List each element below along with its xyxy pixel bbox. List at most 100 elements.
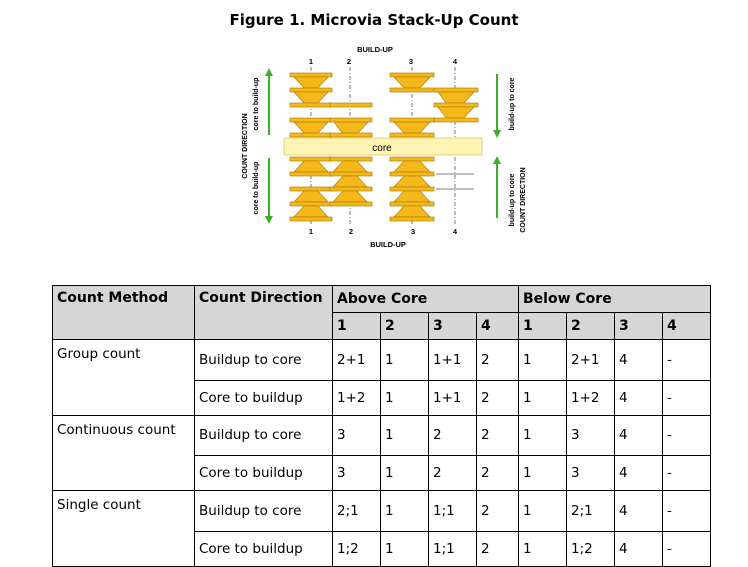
above-core-value-cell: 2 [475,414,520,456]
count-method-cell: Continuous count [52,414,195,456]
count-method-cell [52,455,195,491]
above-core-value-cell: 1;1 [428,490,477,532]
microvia [293,160,329,173]
arrow-head-icon [265,216,273,224]
above-core-value-cell: 1 [380,490,429,532]
microvia [332,175,368,188]
via-pad [289,216,333,222]
arrow-head-icon [493,130,501,138]
microvia [393,175,431,188]
above-core-value-cell: 3 [332,414,381,456]
below-core-value-cell: 4 [614,379,664,416]
via-pad [289,117,333,123]
microvia [393,76,431,89]
count-direction-cell: Buildup to core [194,339,333,381]
header-below-col: 4 [662,312,712,340]
above-core-value-cell: 1 [380,379,429,416]
below-core-value-cell: 1 [518,379,568,416]
via-pad [389,186,435,192]
left-upper-direction-label: core to build-up [253,78,260,131]
below-core-value-cell: 1;2 [566,530,616,567]
below-core-value-cell: 1 [518,339,568,381]
header-above-col: 4 [475,312,520,340]
below-core-value-cell: 4 [614,530,664,567]
column-number-top-1: 1 [309,57,313,66]
above-core-value-cell: 3 [332,455,381,491]
via-pad [329,132,373,138]
column-number-top-3: 3 [409,57,413,66]
right-lower-direction-label: build-up to core [509,173,516,226]
below-core-value-cell: 4 [614,414,664,456]
via-pad [329,156,373,162]
via-pad [433,87,479,93]
microvia [332,190,368,203]
microvia [293,76,329,89]
count-direction-cell: Core to buildup [194,379,333,416]
via-pad [329,171,373,177]
column-number-bottom-4: 4 [453,227,458,236]
below-core-value-cell: 2+1 [566,339,616,381]
via-pad [289,156,333,162]
above-core-value-cell: 1+1 [428,339,477,381]
via-pad [329,117,373,123]
via-pad [389,201,435,207]
via-pad [389,171,435,177]
column-number-bottom-3: 3 [411,227,415,236]
via-pad [389,156,435,162]
above-core-value-cell: 2+1 [332,339,381,381]
via-pad [289,72,333,78]
count-direction-cell: Core to buildup [194,455,333,491]
column-number-bottom-2: 2 [349,227,353,236]
count-method-cell [52,531,195,567]
header-above-col: 2 [380,312,429,340]
header-count-method: Count Method [52,285,195,340]
microvia [293,205,329,218]
above-core-value-cell: 2 [475,490,520,532]
below-core-value-cell: 1+2 [566,379,616,416]
below-core-value-cell: - [662,379,712,416]
via-pad [289,102,333,108]
above-core-value-cell: 1+2 [332,379,381,416]
left-lower-direction-label: core to build-up [253,162,260,215]
header-above-col: 1 [332,312,381,340]
count-direction-cell: Buildup to core [194,414,333,456]
stackup-count-table: Count Method Count Direction Above Core … [52,285,712,567]
via-pad [389,216,435,222]
via-pad [329,102,373,108]
below-core-value-cell: 1 [518,490,568,532]
core-label: core [372,143,392,154]
below-core-value-cell: 3 [566,414,616,456]
via-pad [389,132,435,138]
microvia [293,190,329,203]
below-core-value-cell: - [662,339,712,381]
count-method-cell [52,380,195,416]
microvia [437,106,475,119]
via-pad [433,117,479,123]
header-above-core: Above Core [331,285,520,313]
above-core-value-cell: 2 [475,455,520,491]
below-core-value-cell: - [662,455,712,491]
count-direction-cell: Buildup to core [194,490,333,532]
header-above-col: 3 [428,312,477,340]
via-pad [389,72,435,78]
above-core-value-cell: 1;2 [332,530,381,567]
above-core-value-cell: 1 [380,455,429,491]
header-below-core: Below Core [518,285,712,313]
microvia-stackup-diagram: BUILD-UP BUILD-UP 1 2 3 4 1 2 3 4 core [242,45,527,249]
header-below-col: 1 [518,312,568,340]
above-core-value-cell: 2 [428,455,477,491]
microvia [437,91,475,104]
above-core-value-cell: 1 [380,414,429,456]
arrow-head-icon [493,156,501,164]
header-below-col: 2 [566,312,616,340]
via-pad [329,186,373,192]
above-core-value-cell: 1+1 [428,379,477,416]
below-core-value-cell: 4 [614,490,664,532]
via-pad [389,87,435,93]
above-core-value-cell: 2 [475,530,520,567]
